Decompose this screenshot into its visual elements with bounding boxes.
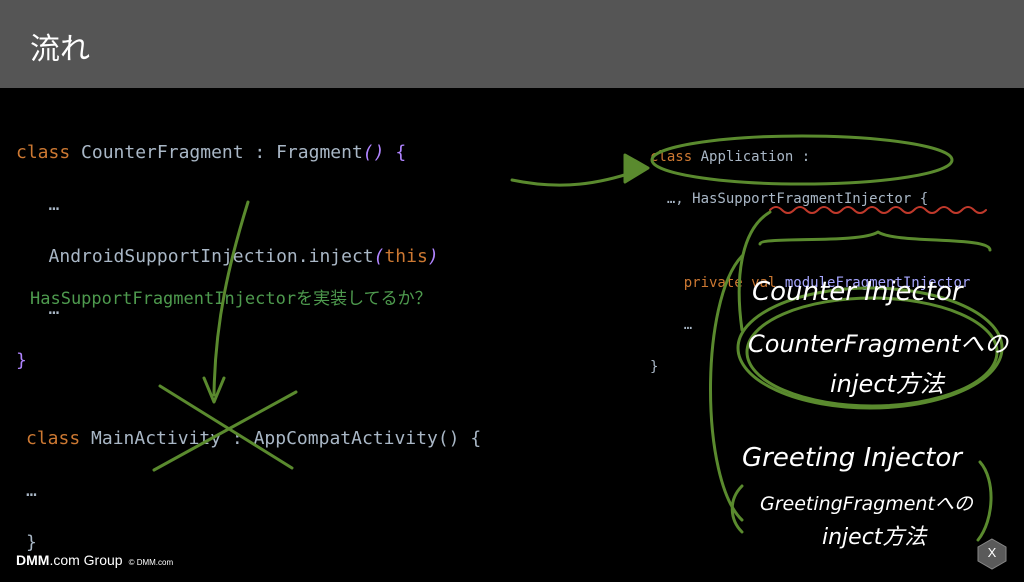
greeting-paren-right bbox=[976, 460, 993, 542]
arrow-to-counter bbox=[737, 210, 772, 332]
cross-line-2 bbox=[152, 390, 298, 472]
code-line: } bbox=[16, 350, 27, 371]
code-line: class CounterFragment : Fragment() { bbox=[16, 142, 407, 163]
brace-curve bbox=[758, 230, 992, 252]
code-line: … bbox=[48, 194, 60, 215]
arrowhead-right bbox=[623, 153, 650, 184]
slide-title: 流れ bbox=[30, 32, 90, 67]
underline-module bbox=[769, 206, 987, 214]
cross-line-1 bbox=[158, 384, 294, 470]
code-counter-fragment: class CounterFragment : Fragment() { … A… bbox=[16, 114, 439, 400]
note-counter-desc1: CounterFragmentへの bbox=[748, 330, 1010, 358]
slide-header: 流れ bbox=[0, 0, 1024, 88]
code-line: AndroidSupportInjection.inject(this) bbox=[48, 246, 439, 267]
note-greeting-injector: Greeting Injector bbox=[742, 443, 964, 473]
dmm-logo: DMM bbox=[16, 552, 50, 568]
greeting-paren-left bbox=[730, 484, 744, 534]
code-line: … bbox=[26, 480, 37, 501]
code-line: } bbox=[26, 532, 37, 553]
note-greeting-desc2: inject方法 bbox=[822, 525, 928, 550]
code-main-activity: class MainActivity : AppCompatActivity()… bbox=[26, 400, 481, 582]
code-line: } bbox=[650, 359, 659, 375]
copyright-text: © DMM.com bbox=[128, 558, 174, 567]
code-line: …, HasSupportFragmentInjector { bbox=[666, 191, 929, 207]
close-icon bbox=[977, 538, 1007, 570]
arrowhead-down bbox=[202, 376, 226, 404]
note-greeting-desc1: GreetingFragmentへの bbox=[760, 493, 974, 515]
close-button[interactable] bbox=[976, 538, 1008, 570]
circle-interface bbox=[650, 134, 954, 186]
code-line: … bbox=[48, 298, 60, 319]
circle-counter bbox=[736, 286, 1004, 410]
code-application: class Application : …, HasSupportFragmen… bbox=[650, 126, 970, 399]
code-line: class MainActivity : AppCompatActivity()… bbox=[26, 428, 482, 449]
dmm-logo-suffix: .com Group bbox=[49, 552, 123, 568]
question-text: HasSupportFragmentInjectorを実装してるか？ bbox=[30, 289, 432, 309]
note-counter-injector: Counter Injector bbox=[752, 277, 965, 307]
code-line: … bbox=[683, 317, 693, 333]
arrow-down bbox=[212, 200, 250, 397]
close-button-label[interactable]: X bbox=[987, 545, 997, 560]
footer: DMM.com Group © DMM.com bbox=[16, 552, 173, 570]
circle-counter-2 bbox=[745, 296, 999, 408]
big-bracket bbox=[709, 254, 744, 522]
note-counter-desc2: inject方法 bbox=[830, 370, 946, 398]
